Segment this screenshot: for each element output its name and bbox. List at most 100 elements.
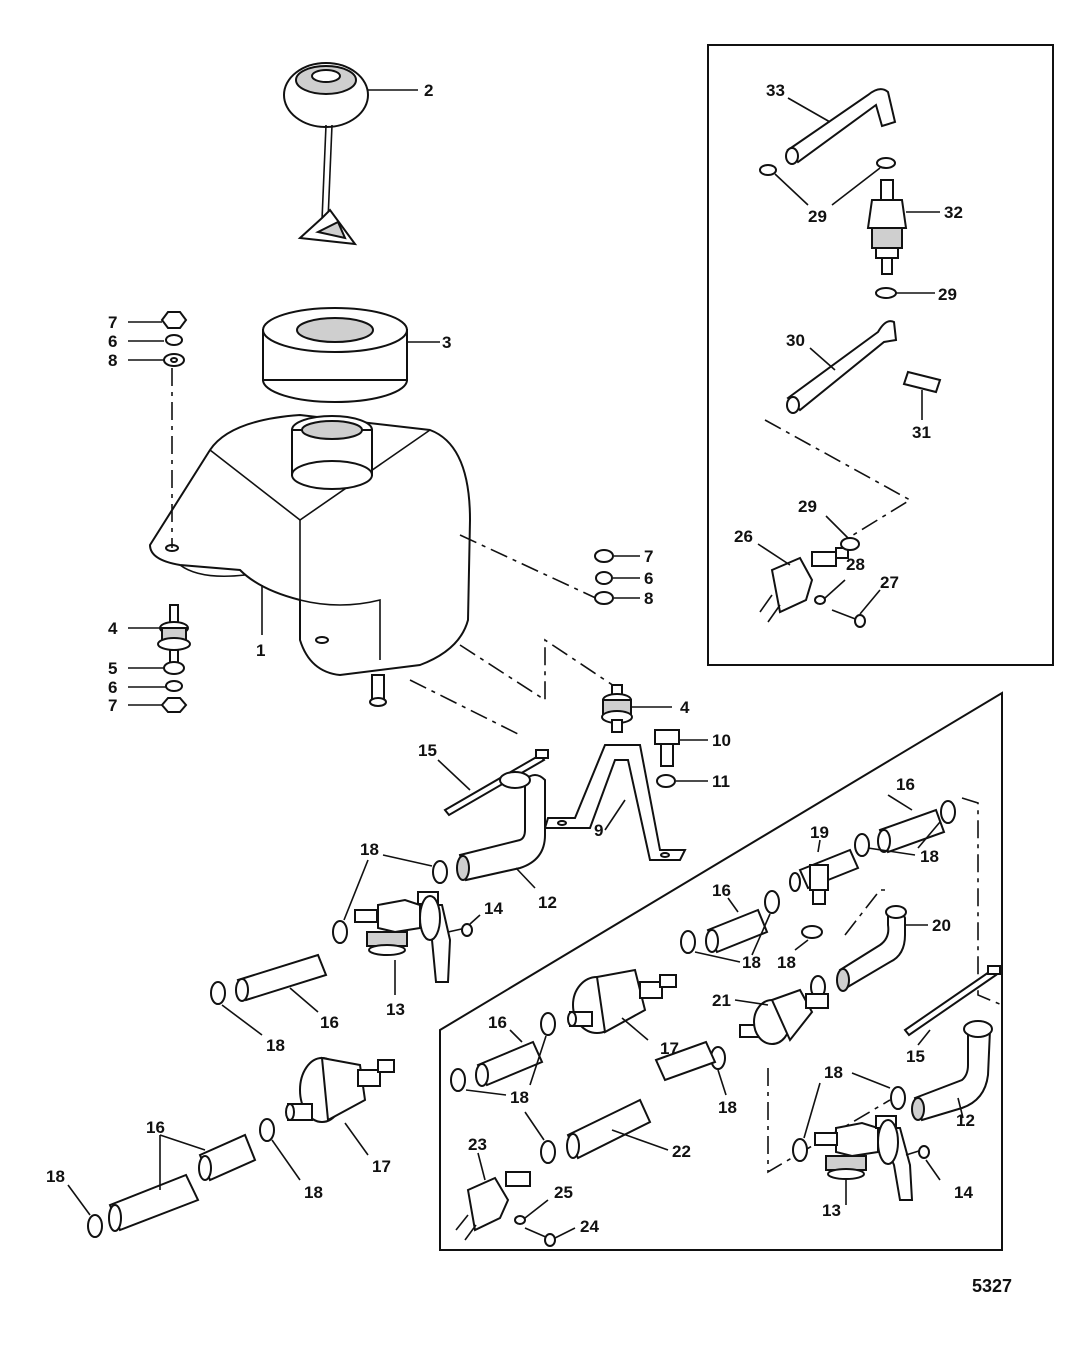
inline-fuel-filter bbox=[866, 179, 908, 275]
elbow-hose-inset bbox=[836, 905, 907, 992]
callout-15: 15 bbox=[906, 1047, 925, 1066]
tie-strap-inset bbox=[903, 965, 1001, 1037]
callout-3: 3 bbox=[442, 333, 451, 352]
callout-4: 4 bbox=[680, 698, 690, 717]
fuel-hose-16-inset-left bbox=[475, 1040, 544, 1087]
callout-18: 18 bbox=[920, 847, 939, 866]
washer-top-left bbox=[163, 353, 185, 367]
washer-bracket bbox=[656, 774, 676, 788]
callout-33: 33 bbox=[766, 81, 785, 100]
hose-clamp-18p bbox=[890, 1086, 906, 1110]
callout-19: 19 bbox=[810, 823, 829, 842]
callout-11: 11 bbox=[712, 772, 730, 791]
callout-30: 30 bbox=[786, 331, 805, 350]
callout-32: 32 bbox=[944, 203, 963, 222]
callout-14: 14 bbox=[954, 1183, 973, 1202]
hose-clamp-18q bbox=[792, 1138, 808, 1162]
fuel-shutoff-valve-inset bbox=[814, 1115, 914, 1201]
callout-24: 24 bbox=[580, 1217, 599, 1236]
callout-26: 26 bbox=[734, 527, 753, 546]
callout-18: 18 bbox=[360, 840, 379, 859]
fuel-connector-bottom bbox=[455, 1171, 531, 1241]
hose-clamp-18h bbox=[801, 925, 823, 939]
hose-clamp-18e bbox=[87, 1214, 103, 1238]
inline-filter-inset bbox=[739, 988, 829, 1045]
screw-27 bbox=[831, 609, 866, 628]
hose-elbow-top bbox=[785, 88, 897, 165]
callout-7: 7 bbox=[108, 313, 117, 332]
hose-clamp-18m bbox=[450, 1068, 466, 1092]
callout-29: 29 bbox=[808, 207, 827, 226]
callout-8: 8 bbox=[108, 351, 117, 370]
callout-18: 18 bbox=[266, 1036, 285, 1055]
callout-12: 12 bbox=[538, 893, 557, 912]
callout-6: 6 bbox=[644, 569, 653, 588]
callout-17: 17 bbox=[660, 1039, 679, 1058]
hose-clamp-18k bbox=[764, 890, 780, 914]
callout-20: 20 bbox=[932, 916, 951, 935]
elbow-hose-inset-right bbox=[911, 1020, 993, 1122]
callout-22: 22 bbox=[672, 1142, 691, 1161]
rubber-mount-right bbox=[601, 684, 633, 733]
inset-box-top-right bbox=[707, 44, 1054, 666]
callout-14: 14 bbox=[484, 899, 503, 918]
fuel-shutoff-valve-left bbox=[354, 891, 452, 983]
screw-14-inset bbox=[905, 1145, 930, 1159]
callout-12: 12 bbox=[956, 1111, 975, 1130]
fuel-hose-16-lower-a bbox=[198, 1133, 257, 1182]
callout-8: 8 bbox=[644, 589, 653, 608]
lockwasher-right bbox=[595, 571, 613, 585]
callout-10: 10 bbox=[712, 731, 731, 750]
fuel-hose-22 bbox=[566, 1040, 717, 1160]
callout-16: 16 bbox=[712, 881, 731, 900]
nut-bottom-left bbox=[160, 697, 188, 713]
lockwasher-top-left bbox=[165, 334, 183, 346]
screw-24 bbox=[524, 1227, 556, 1247]
callout-7: 7 bbox=[644, 547, 653, 566]
tee-fitting bbox=[789, 848, 860, 905]
hose-clamp-18o bbox=[540, 1140, 556, 1164]
callout-17: 17 bbox=[372, 1157, 391, 1176]
elbow-hose-left bbox=[456, 771, 546, 882]
washer-right bbox=[594, 591, 614, 605]
figure-number: 5327 bbox=[972, 1276, 1012, 1296]
callout-29: 29 bbox=[938, 285, 957, 304]
fuel-hose-16-left bbox=[235, 953, 328, 1002]
hose-clamp-18j bbox=[680, 930, 696, 954]
callout-4: 4 bbox=[108, 619, 118, 638]
callout-18: 18 bbox=[46, 1167, 65, 1186]
hose-clamp-18b bbox=[332, 920, 348, 944]
filter-ring bbox=[262, 307, 408, 403]
callout-7: 7 bbox=[108, 696, 117, 715]
inset-box-bottom bbox=[439, 691, 1003, 1251]
lockwasher-bottom-left bbox=[165, 680, 183, 692]
fuel-hose-16-inset-mid bbox=[705, 908, 769, 954]
callout-9: 9 bbox=[594, 821, 603, 840]
callout-31: 31 bbox=[912, 423, 931, 442]
callout-21: 21 bbox=[712, 991, 731, 1010]
callout-18: 18 bbox=[777, 953, 796, 972]
hose-clamp-29c bbox=[875, 287, 897, 299]
callout-16: 16 bbox=[320, 1013, 339, 1032]
callout-23: 23 bbox=[468, 1135, 487, 1154]
callout-29: 29 bbox=[798, 497, 817, 516]
washer-28 bbox=[814, 595, 826, 605]
callout-18: 18 bbox=[824, 1063, 843, 1082]
cable-tie-clip bbox=[902, 370, 942, 394]
hose-clamp-18f bbox=[940, 800, 956, 824]
hose-clamp-18d bbox=[259, 1118, 275, 1142]
fuel-connector-top bbox=[759, 547, 849, 623]
fuel-cap bbox=[283, 62, 369, 246]
hose-clamp-29d bbox=[840, 537, 860, 551]
callout-18: 18 bbox=[718, 1098, 737, 1117]
hose-clamp-18c bbox=[210, 981, 226, 1005]
callout-1: 1 bbox=[256, 641, 265, 660]
callout-5: 5 bbox=[108, 659, 117, 678]
hose-clamp-29b bbox=[876, 157, 896, 169]
callout-18: 18 bbox=[742, 953, 761, 972]
nut-right bbox=[594, 549, 614, 563]
callout-16: 16 bbox=[488, 1013, 507, 1032]
fuel-pump-inset bbox=[567, 968, 677, 1034]
nut-top-left bbox=[160, 311, 188, 329]
